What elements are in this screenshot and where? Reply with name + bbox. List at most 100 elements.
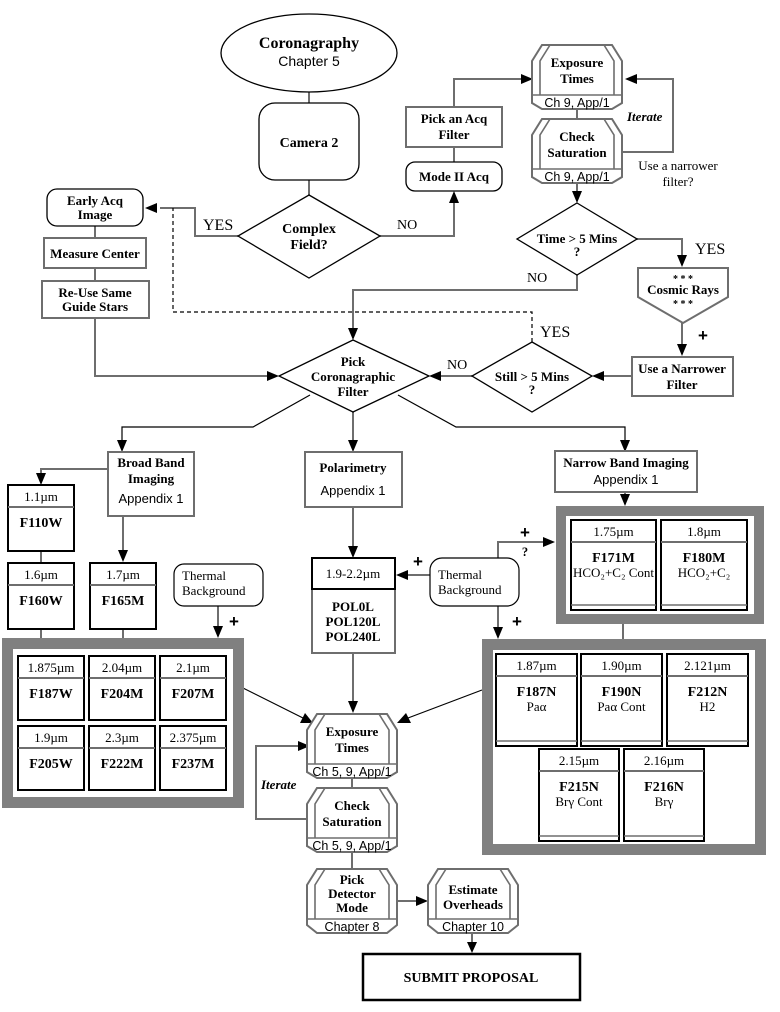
time-yes-label: YES bbox=[695, 241, 725, 258]
svg-text:Pick: Pick bbox=[341, 354, 366, 369]
pol-filter-card: 1.9-2.2µm POL0L POL120L POL240L bbox=[311, 557, 396, 654]
arrow-thermal-narrowtop bbox=[543, 537, 555, 547]
early-acq-node: Early Acq Image bbox=[46, 188, 144, 227]
polarimetry-node: Polarimetry Appendix 1 bbox=[304, 451, 403, 508]
acq-iterate-label: Iterate bbox=[626, 109, 663, 124]
filter-wavelength: 1.7µm bbox=[106, 567, 140, 582]
filter-wavelength: 1.6µm bbox=[24, 567, 58, 582]
arrow-narrowgroup-exposure bbox=[397, 713, 411, 723]
filter-name: F215N bbox=[559, 780, 599, 795]
acq-saturation-ref: Ch 9, App/1 bbox=[544, 170, 609, 184]
use-narrower-filter-node: Use a Narrower Filter bbox=[631, 356, 734, 397]
filter-name: F216N bbox=[644, 780, 684, 795]
arrow-still bbox=[592, 371, 604, 381]
narrower-filter-note: Use a narrower bbox=[638, 158, 718, 173]
svg-text:Overheads: Overheads bbox=[443, 897, 503, 912]
svg-text:Still > 5 Mins: Still > 5 Mins bbox=[495, 369, 569, 384]
connector-acq-iterate bbox=[622, 78, 674, 153]
arrow-main-iterate bbox=[298, 741, 310, 751]
svg-text:Saturation: Saturation bbox=[322, 814, 382, 829]
main-saturation-node: Check Saturation Ch 5, 9, App/1 bbox=[306, 787, 398, 853]
still-gt5-decision: Still > 5 Mins ? YES NO bbox=[447, 324, 594, 413]
svg-text:Times: Times bbox=[560, 71, 594, 86]
svg-text:Filter: Filter bbox=[666, 377, 697, 392]
filter-name: F205W bbox=[29, 757, 73, 772]
main-saturation-ref: Ch 5, 9, App/1 bbox=[312, 839, 391, 853]
arrow-cosmic bbox=[677, 255, 687, 267]
svg-text:Check: Check bbox=[334, 798, 370, 813]
svg-text:Narrow Band Imaging: Narrow Band Imaging bbox=[563, 455, 689, 470]
svg-text:SUBMIT PROPOSAL: SUBMIT PROPOSAL bbox=[404, 971, 539, 986]
filter-description: H2 bbox=[700, 699, 716, 714]
broad-filter-group: 1.875µmF187W2.04µmF204M2.1µmF207M1.9µmF2… bbox=[2, 638, 244, 808]
arrow-f165m bbox=[118, 550, 128, 562]
svg-text:Pick: Pick bbox=[340, 872, 365, 887]
arrow-mode2 bbox=[449, 191, 459, 203]
submit-proposal-node: SUBMIT PROPOSAL bbox=[361, 952, 582, 1002]
connector-no-mode2 bbox=[380, 202, 455, 237]
svg-text:Estimate: Estimate bbox=[448, 882, 497, 897]
broad-band-node: Broad Band Imaging Appendix 1 bbox=[107, 451, 195, 517]
connector-to-narrow bbox=[397, 394, 626, 440]
connector-time-yes bbox=[637, 238, 683, 256]
cosmic-plus: + bbox=[698, 326, 708, 345]
arrow-early-acq bbox=[145, 203, 157, 213]
arrow-submit bbox=[467, 942, 477, 953]
svg-text:Re-Use Same: Re-Use Same bbox=[58, 285, 132, 300]
filter-wavelength: 1.9µm bbox=[34, 730, 68, 745]
camera-label: Camera 2 bbox=[280, 136, 339, 151]
arrow-thermal-narrow bbox=[493, 627, 503, 639]
filter-name: F110W bbox=[20, 516, 63, 531]
time-gt5-decision: Time > 5 Mins ? YES NO bbox=[515, 202, 725, 286]
arrow-thermal-left bbox=[213, 626, 223, 638]
filter-name: F190N bbox=[602, 685, 642, 700]
svg-text:Appendix 1: Appendix 1 bbox=[593, 472, 658, 487]
svg-text:Cosmic Rays: Cosmic Rays bbox=[647, 282, 719, 297]
yes-label: YES bbox=[203, 217, 233, 234]
svg-text:+: + bbox=[520, 523, 530, 542]
connector-reuse-pickcoron bbox=[94, 318, 267, 377]
arrow-pick-coron bbox=[348, 328, 358, 340]
arrow-reuse-pickcoron bbox=[267, 371, 279, 381]
detector-mode-ref: Chapter 8 bbox=[325, 920, 380, 934]
cosmic-rays-node: * * * Cosmic Rays * * * + bbox=[637, 267, 729, 345]
filter-name: F187W bbox=[29, 687, 73, 702]
filter-wavelength: 1.87µm bbox=[516, 658, 556, 673]
narrow-band-node: Narrow Band Imaging Appendix 1 bbox=[554, 450, 698, 493]
filter-description: Brγ Cont bbox=[555, 794, 603, 809]
filter-description: HCO₂+C₂ bbox=[678, 565, 731, 580]
arrow-still-no bbox=[429, 371, 441, 381]
svg-text:+: + bbox=[413, 552, 423, 571]
arrow-time bbox=[572, 191, 582, 203]
detector-mode-node: Pick Detector Mode Chapter 8 bbox=[306, 868, 398, 934]
svg-text:Appendix 1: Appendix 1 bbox=[118, 491, 183, 506]
thermal-left-node: Thermal Background + bbox=[173, 563, 264, 631]
connector-main-iterate bbox=[255, 745, 309, 820]
filter-wavelength: 2.04µm bbox=[102, 660, 142, 675]
still-yes-label: YES bbox=[540, 324, 570, 341]
svg-text:Image: Image bbox=[78, 207, 113, 222]
svg-text:Use a Narrower: Use a Narrower bbox=[638, 361, 726, 376]
arrow-broad bbox=[117, 440, 127, 452]
time-no-label: NO bbox=[527, 271, 547, 286]
pol-filter-3: POL240L bbox=[326, 629, 381, 644]
filter-wavelength: 2.15µm bbox=[559, 753, 599, 768]
connectors bbox=[36, 74, 687, 953]
connector-time-no bbox=[352, 275, 578, 328]
filter-name: F207M bbox=[172, 687, 215, 702]
filter-name: F212N bbox=[688, 685, 728, 700]
acq-exposure-node: Exposure Times Ch 9, App/1 bbox=[531, 44, 623, 110]
svg-text:Check: Check bbox=[559, 129, 595, 144]
svg-text:Coronagraphic: Coronagraphic bbox=[311, 369, 395, 384]
